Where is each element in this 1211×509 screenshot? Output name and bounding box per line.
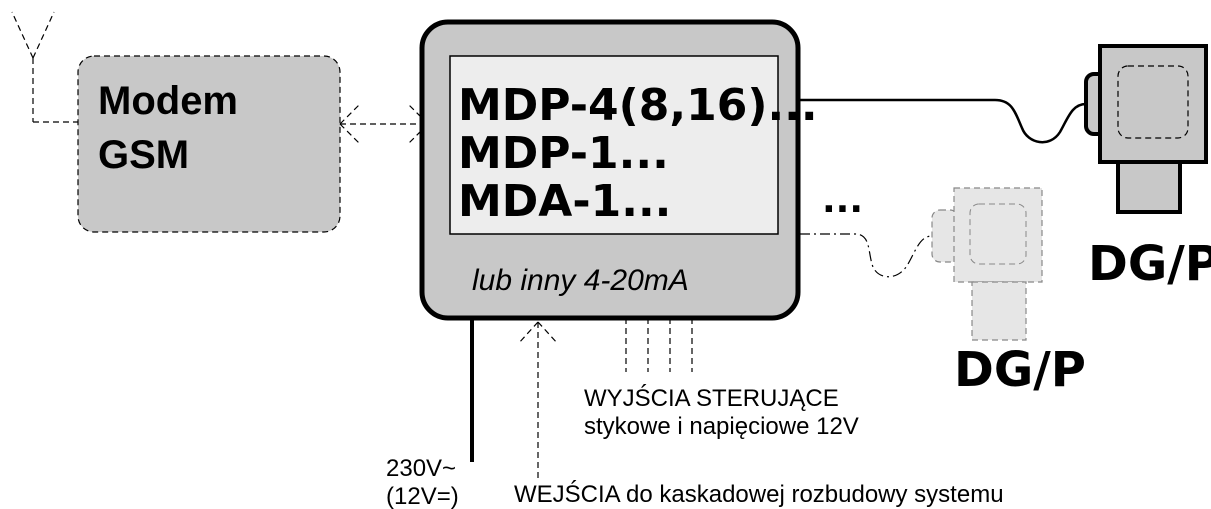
antenna-icon (11, 11, 78, 123)
primary-sensor-dgp: DG/P (1084, 44, 1211, 292)
outputs-label-line2: stykowe i napięciowe 12V (584, 413, 859, 440)
secondary-sensor-cable (800, 233, 933, 278)
primary-sensor-cable (800, 98, 1087, 144)
controller-model-1: MDP-4(8,16)... (458, 80, 818, 131)
cascade-input-line (517, 321, 559, 478)
modem-label-line2: GSM (98, 133, 189, 177)
controller-box: MDP-4(8,16)... MDP-1... MDA-1... lub inn… (419, 19, 818, 321)
secondary-sensor-dgp: DG/P (931, 187, 1086, 398)
more-sensors-ellipsis: ... (822, 180, 863, 221)
controller-model-3: MDA-1... (458, 176, 671, 227)
control-output-lines (625, 318, 693, 372)
outputs-label-line1: WYJŚCIA STERUJĄCE (584, 384, 839, 412)
controller-screen (449, 55, 779, 235)
power-label-line2: (12V=) (386, 483, 459, 509)
modem-label-line1: Modem (98, 79, 238, 123)
primary-sensor-label: DG/P (1088, 236, 1211, 292)
secondary-sensor-label: DG/P (954, 342, 1086, 398)
power-label-line1: 230V~ (386, 455, 456, 482)
inputs-label: WEJŚCIA do kaskadowej rozbudowy systemu (514, 480, 1004, 508)
controller-model-2: MDP-1... (458, 128, 669, 179)
controller-subtitle: lub inny 4-20mA (472, 264, 689, 297)
modem-gsm-box: Modem GSM (77, 55, 341, 233)
wireless-link (339, 103, 429, 145)
